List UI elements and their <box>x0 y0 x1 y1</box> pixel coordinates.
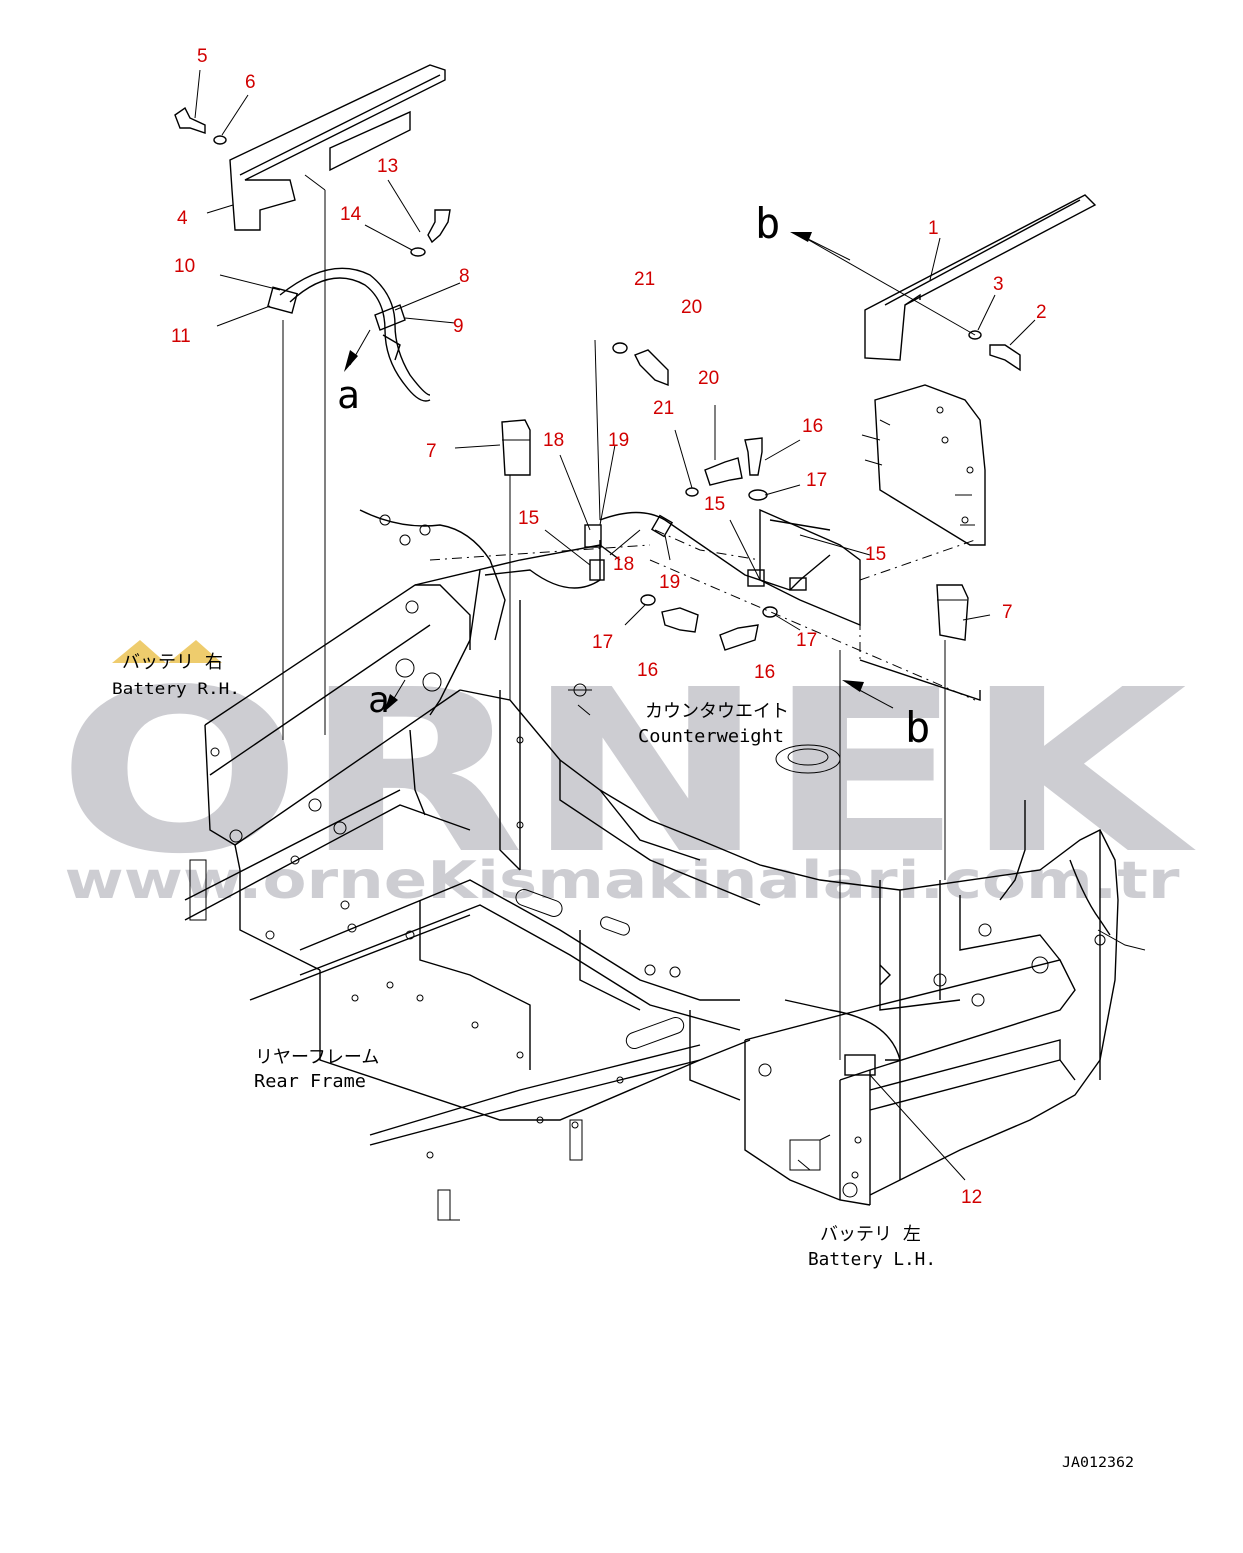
callout-16: 16 <box>637 660 658 681</box>
washer-icon <box>748 489 768 501</box>
callout-8: 8 <box>459 266 470 287</box>
callout-6: 6 <box>245 72 256 93</box>
callout-17: 17 <box>806 470 827 491</box>
callout-13: 13 <box>377 156 398 177</box>
bolt-icon <box>704 457 743 486</box>
view-letter-b: b <box>905 703 930 752</box>
callout-10: 10 <box>174 256 195 277</box>
battery-lh-label-jp: バッテリ 左 <box>820 1224 921 1245</box>
callout-15: 15 <box>518 508 539 529</box>
callout-7: 7 <box>1002 602 1013 623</box>
part-7-cover <box>936 584 969 641</box>
watermark-brand: ORNEK <box>57 642 1197 904</box>
view-letter-b: b <box>755 199 780 248</box>
callout-numbers: 1 2 3 4 5 6 7 7 8 9 10 11 12 13 14 15 15… <box>171 46 1047 1208</box>
battery-lh-label-en: Battery L.H. <box>808 1249 936 1270</box>
bolt-icon <box>719 624 759 651</box>
rear-frame-label-jp: リヤーフレーム <box>255 1047 379 1068</box>
callout-3: 3 <box>993 274 1004 295</box>
bolt-icon <box>634 349 669 387</box>
battery-mount-plate <box>429 384 986 701</box>
callout-5: 5 <box>197 46 208 67</box>
view-letter-a: a <box>337 373 360 417</box>
callout-20: 20 <box>681 297 702 318</box>
callout-19: 19 <box>659 572 680 593</box>
view-arrow-a-lower <box>384 679 406 712</box>
rear-frame-label-en: Rear Frame <box>254 1071 366 1092</box>
callout-17: 17 <box>592 632 613 653</box>
washer-icon <box>612 342 628 354</box>
callout-14: 14 <box>340 204 362 225</box>
view-arrow-b-lower <box>842 680 894 709</box>
drawing-code: JA012362 <box>1062 1455 1134 1471</box>
view-arrow-b-upper <box>790 232 851 261</box>
washer-icon <box>410 247 426 257</box>
watermark: ORNEK www.orneKismakinalari.com.tr <box>57 642 1197 911</box>
rear-frame <box>184 544 901 1221</box>
bolt-icon <box>989 344 1021 372</box>
callout-12: 12 <box>961 1187 982 1208</box>
callout-7: 7 <box>426 441 437 462</box>
washer-icon <box>685 487 699 497</box>
counterweight-label-jp: カウンタウエイト <box>645 701 789 722</box>
washer-icon <box>213 135 227 145</box>
battery-rh-label-jp: バッテリ 右 <box>122 652 223 673</box>
callout-18: 18 <box>543 430 564 451</box>
callout-4: 4 <box>177 208 188 229</box>
part-7-cover <box>501 419 531 476</box>
callout-11: 11 <box>171 326 191 347</box>
callout-16: 16 <box>802 416 823 437</box>
counterweight-label-en: Counterweight <box>638 726 784 747</box>
washer-icon <box>762 606 778 618</box>
callout-20: 20 <box>698 368 719 389</box>
part-1-bracket <box>864 194 1097 361</box>
callout-16: 16 <box>754 662 775 683</box>
view-arrow-a-upper <box>344 329 371 372</box>
battery-cable-assembly <box>359 509 1111 1076</box>
callout-9: 9 <box>453 316 464 337</box>
watermark-accent-icon <box>112 640 222 663</box>
leader-lines <box>194 69 1036 1181</box>
washer-icon <box>640 594 656 606</box>
bolt-icon <box>661 607 699 633</box>
callout-15: 15 <box>704 494 725 515</box>
view-letter-a: a <box>368 680 390 721</box>
callout-18: 18 <box>613 554 634 575</box>
bolt-icon <box>427 209 451 244</box>
bolt-icon <box>174 106 206 134</box>
part-4-bracket <box>229 64 446 231</box>
callout-21: 21 <box>653 398 674 419</box>
callout-19: 19 <box>608 430 629 451</box>
component-labels: バッテリ 右 Battery R.H. カウンタウエイト Counterweig… <box>112 652 1134 1471</box>
callout-2: 2 <box>1036 302 1047 323</box>
bolt-icon <box>744 437 763 476</box>
washer-icon <box>968 330 982 340</box>
callout-21: 21 <box>634 269 655 290</box>
callout-1: 1 <box>928 218 939 239</box>
harness-cable <box>266 267 431 402</box>
callout-17: 17 <box>796 630 817 651</box>
counterweight <box>744 829 1146 1206</box>
callout-15: 15 <box>865 544 886 565</box>
watermark-url: www.orneKismakinalari.com.tr <box>65 851 1180 911</box>
battery-rh-label-en: Battery R.H. <box>112 679 240 698</box>
